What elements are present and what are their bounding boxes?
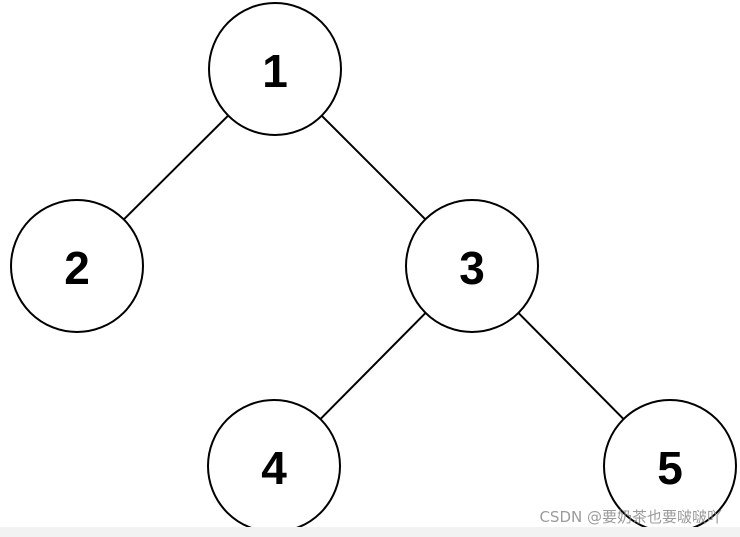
nodes-layer: 1 2 3 4 5: [10, 2, 737, 533]
watermark-text: CSDN @要奶茶也要啵啵吖: [539, 508, 722, 526]
bottom-strip: [0, 527, 740, 537]
tree-node-4: 4: [207, 399, 341, 533]
node-label: 5: [657, 442, 683, 494]
node-circle: [405, 199, 539, 333]
node-label: 3: [459, 242, 485, 294]
edge-n3-n4: [319, 311, 427, 421]
edge-n3-n5: [517, 311, 625, 421]
tree-node-1: 1: [208, 2, 342, 136]
node-label: 1: [262, 45, 288, 97]
tree-node-3: 3: [405, 199, 539, 333]
node-label: 2: [64, 242, 90, 294]
edge-n1-n2: [122, 114, 230, 221]
node-label: 4: [261, 442, 287, 494]
node-circle: [10, 199, 144, 333]
node-circle: [208, 2, 342, 136]
tree-node-2: 2: [10, 199, 144, 333]
edges-layer: [122, 114, 625, 421]
edge-n1-n3: [320, 114, 427, 221]
